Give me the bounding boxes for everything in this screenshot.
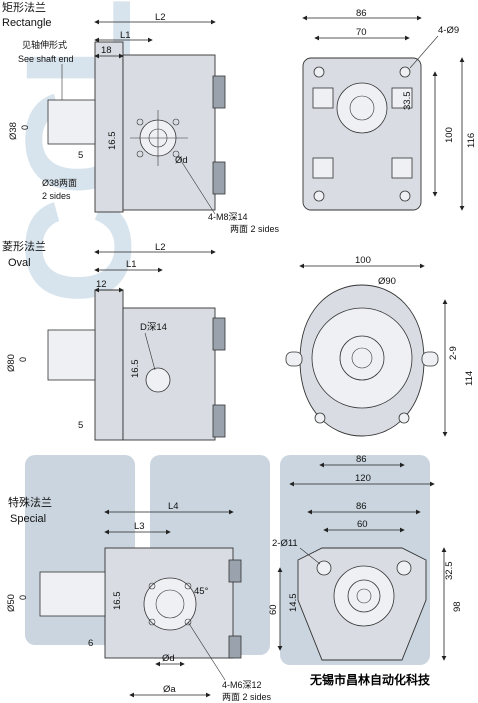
special-angle: 45° [194, 586, 209, 597]
section-oval: 菱形法兰 Oval L2 L1 12 Ø80 0 D深14 16.5 5 100… [2, 239, 475, 487]
company-name: 无锡市昌林自动化科技 [309, 672, 431, 687]
dim-4-9: 4-Ø9 [438, 25, 459, 36]
special-dim-6: 6 [88, 638, 93, 649]
oval-dim-5: 5 [78, 420, 83, 431]
dim-33-5: 33.5 [402, 92, 413, 111]
dim-86: 86 [356, 8, 367, 19]
oval-dim-114: 114 [464, 371, 475, 386]
oval-dim-12: 12 [96, 279, 107, 290]
oval-dim-l2: L2 [155, 242, 166, 253]
oval-dim-16-5: 16.5 [130, 360, 141, 379]
oval-dim-86: 86 [356, 454, 367, 465]
oval-flange-side [94, 289, 124, 441]
special-note-m6-sides: 两面 2 sides [222, 692, 272, 702]
special-title-cn: 特殊法兰 [8, 495, 52, 509]
special-title-en: Special [10, 513, 46, 525]
dim-5: 5 [78, 150, 83, 161]
special-dim-l3: L3 [134, 521, 145, 532]
special-dim-32-5: 32.5 [444, 562, 455, 581]
dim-l2: L2 [155, 12, 166, 23]
dim-16-5: 16.5 [107, 132, 118, 151]
oval-dim-dia90: Ø90 [378, 276, 396, 287]
special-dim-dia50: Ø50 [6, 594, 17, 612]
oval-dim-120: 120 [355, 473, 371, 484]
oval-body-side [122, 307, 216, 441]
dim-116: 116 [466, 133, 477, 148]
special-dim-l4: L4 [168, 501, 179, 512]
special-dim-60v: 60 [268, 604, 279, 615]
special-shaft [39, 571, 106, 617]
oval-title-cn: 菱形法兰 [2, 239, 46, 253]
special-dim-2-11: 2-Ø11 [272, 538, 298, 549]
dim-70: 70 [356, 27, 367, 38]
note-m8-sides: 两面 2 sides [230, 224, 280, 234]
special-dim-98: 98 [452, 601, 463, 612]
special-dim-da: Øa [163, 684, 176, 695]
oval-thread: D深14 [140, 322, 167, 333]
dim-dia38: Ø38 [8, 122, 19, 140]
section-rectangle: 矩形法兰 Rectangle L2 L1 18 见轴伸形式 See shaft … [2, 0, 477, 234]
dim-18: 18 [101, 45, 112, 56]
oval-dim-100: 100 [355, 255, 371, 266]
dim-l1: L1 [120, 30, 131, 41]
special-dim-86: 86 [356, 501, 367, 512]
note-38-sides: Ø38两面 [42, 178, 77, 188]
oval-dim-dia80: Ø80 [6, 354, 17, 372]
special-note-m6: 4-M6深12 [222, 680, 262, 690]
rect-flange-side [94, 41, 124, 213]
oval-dim-l1: L1 [126, 259, 137, 270]
section-special: 特殊法兰 Special L4 L3 Ø50 0 16.5 45° 6 Ød Ø… [6, 495, 463, 702]
special-dim-14-5: 14.5 [288, 594, 299, 613]
shaft-label-en: See shaft end [18, 54, 74, 64]
dim-100: 100 [444, 127, 455, 143]
note-m8: 4-M8深14 [208, 212, 248, 222]
rect-front [302, 57, 422, 211]
rect-shaft [47, 99, 96, 145]
dim-dia38-tol: 0 [20, 125, 30, 130]
svg-text:2 sides: 2 sides [42, 191, 71, 201]
oval-dim-dia80-tol: 0 [18, 357, 28, 362]
shaft-label-cn: 见轴伸形式 [22, 39, 67, 50]
special-dim-16-5: 16.5 [112, 592, 123, 611]
oval-shaft [47, 329, 96, 381]
oval-dim-2-9: 2-9 [448, 346, 459, 360]
dim-dd: Ød [175, 155, 188, 166]
rectangle-title-cn: 矩形法兰 [2, 0, 46, 14]
special-dim-60: 60 [357, 519, 368, 530]
special-dim-dia50-tol: 0 [18, 595, 28, 600]
rectangle-title-en: Rectangle [2, 17, 52, 29]
oval-title-en: Oval [8, 257, 31, 269]
special-dim-dd: Ød [162, 653, 175, 664]
